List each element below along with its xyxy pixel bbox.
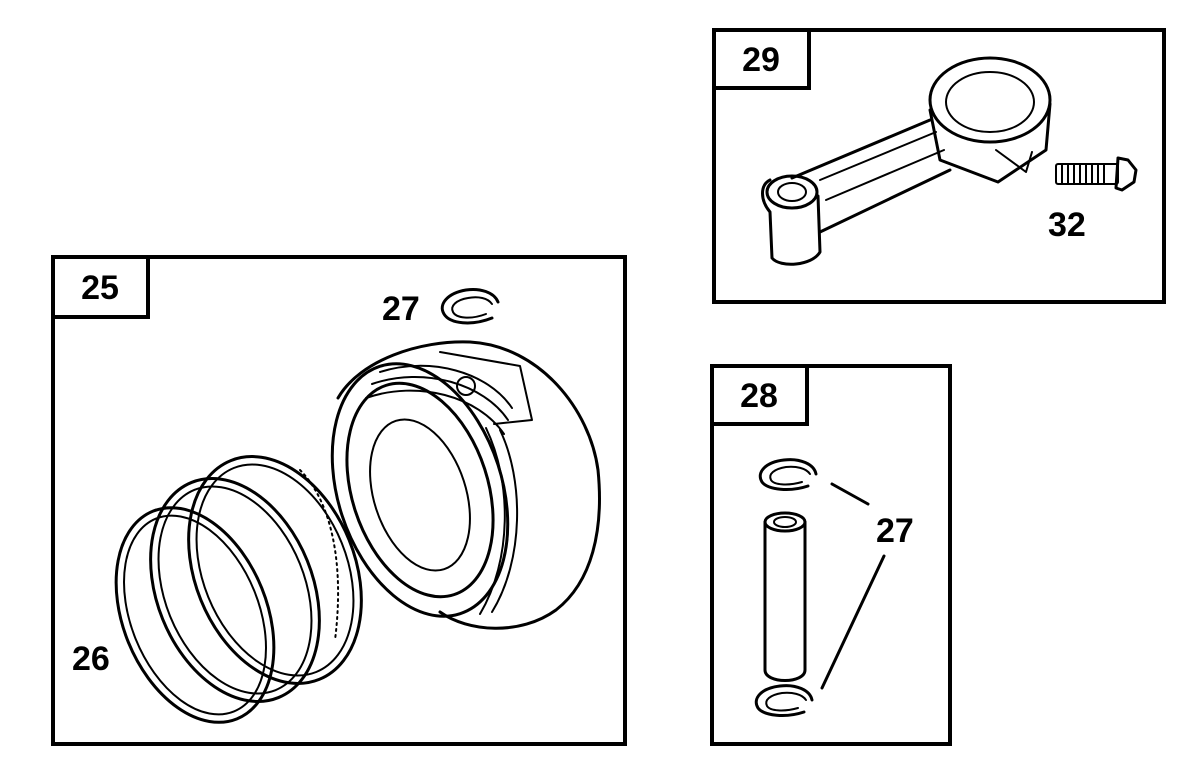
- panel-tag-25: 25: [81, 269, 119, 307]
- panel-connecting-rod: 29 32: [712, 28, 1166, 304]
- leader-lines-27: [820, 482, 886, 690]
- circlip-top-drawing: [758, 458, 818, 491]
- callout-26-rings: 26: [72, 640, 110, 678]
- circlip-bottom-drawing: [754, 684, 814, 717]
- callout-32-bolt: 32: [1048, 206, 1086, 244]
- callout-27-piston-clip: 27: [382, 290, 420, 328]
- callout-27-pin-clips: 27: [876, 512, 914, 550]
- piston-rings-drawing: [114, 455, 363, 724]
- circlip-drawing: [440, 288, 500, 325]
- connecting-rod-drawing: [761, 56, 1052, 266]
- wrist-pin-drawing: [763, 511, 807, 682]
- panel-tag-29: 29: [742, 41, 780, 79]
- panel-tag-28: 28: [740, 377, 778, 415]
- panel-piston-assembly: 25 27: [51, 255, 627, 746]
- rod-bolt-drawing: [1055, 156, 1138, 192]
- piston-drawing: [330, 340, 601, 630]
- panel-wrist-pin: 28 27: [710, 364, 952, 746]
